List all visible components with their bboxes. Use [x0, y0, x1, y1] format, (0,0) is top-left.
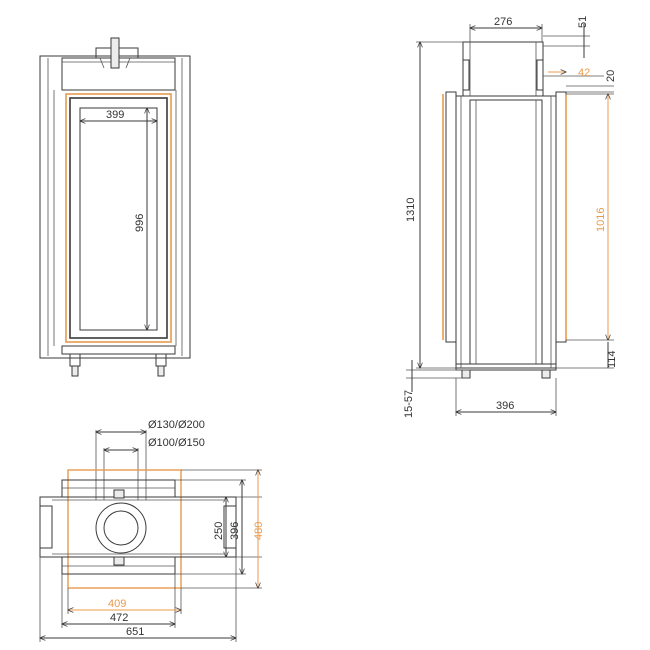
side-gap-label: 20 [605, 70, 617, 82]
top-width-inner-label: 409 [108, 598, 126, 610]
side-glass-height-label: 1016 [595, 208, 607, 232]
top-depth-outer-label: 480 [253, 522, 265, 540]
side-depth-label: 396 [496, 400, 514, 412]
side-view: 276 51 42 20 1310 1016 114 15-57 [403, 16, 618, 418]
front-width-label: 399 [106, 109, 124, 121]
top-depth-mid-label: 396 [229, 522, 241, 540]
top-view: Ø130/Ø200 Ø100/Ø150 250 396 480 [40, 419, 265, 642]
front-view: 399 996 [39, 37, 191, 377]
top-width-outer-label: 651 [126, 626, 144, 638]
top-width-mid-label: 472 [110, 612, 128, 624]
flue-outer-label: Ø130/Ø200 [148, 419, 205, 431]
side-bottom-clear-label: 114 [606, 350, 618, 368]
flue-inner-label: Ø100/Ø150 [148, 437, 205, 449]
side-ledge-label: 42 [578, 67, 590, 79]
side-top-height-label: 51 [577, 16, 589, 28]
side-total-height-label: 1310 [405, 198, 417, 222]
side-top-width-label: 276 [494, 16, 512, 28]
front-height-label: 996 [134, 214, 146, 232]
front-glass-outline [65, 93, 172, 343]
top-depth-inner-label: 250 [213, 522, 225, 540]
side-foot-range-label: 15-57 [403, 390, 415, 418]
